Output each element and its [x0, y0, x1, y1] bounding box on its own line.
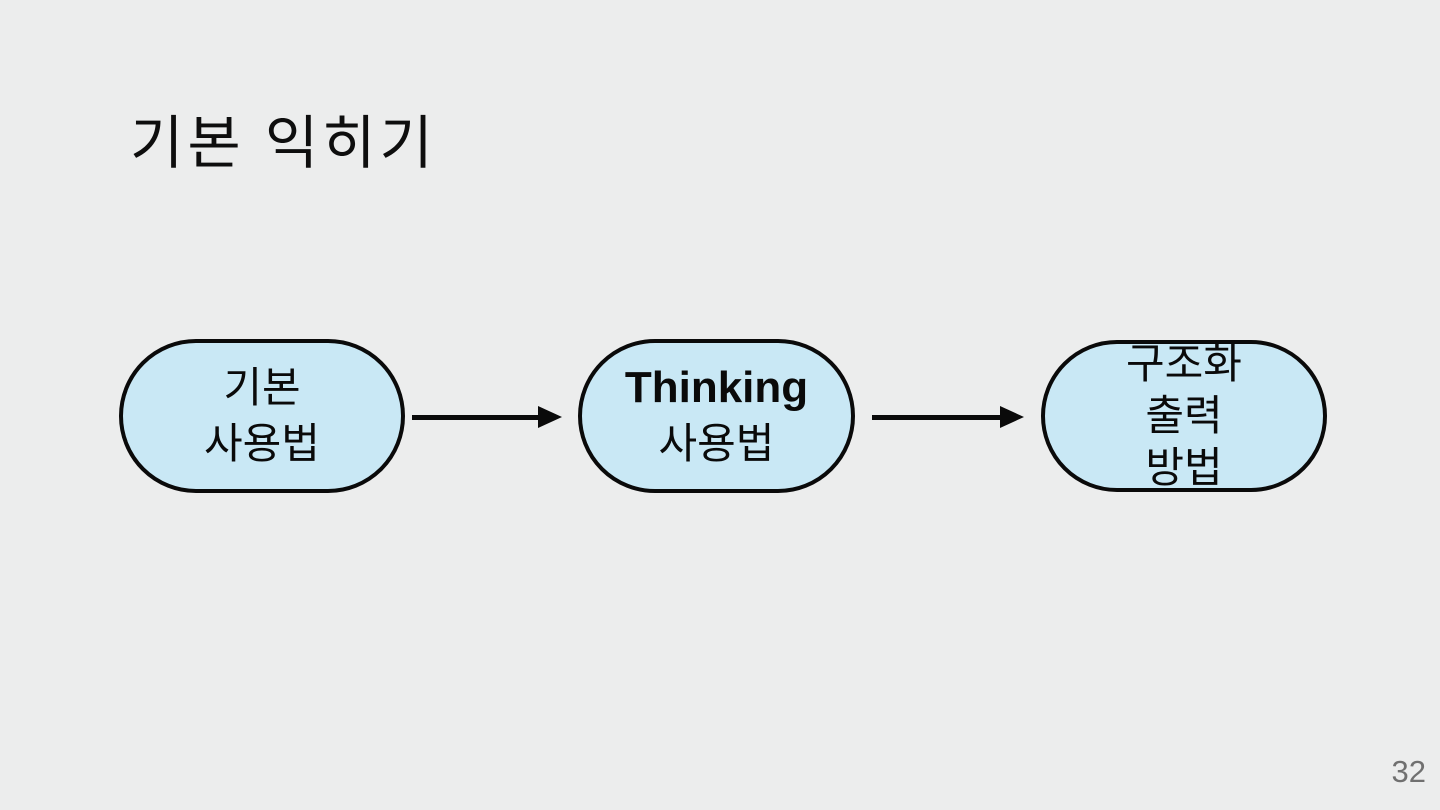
node-text-line: Thinking: [624, 363, 809, 412]
flow-node-structured-output: 구조화 출력 방법: [1041, 340, 1327, 492]
arrow-right-head-icon: [1000, 406, 1024, 428]
arrow-shaft: [872, 414, 1000, 420]
node-text-line: 사용법: [658, 420, 775, 467]
node-text-line: 기본: [223, 364, 301, 411]
arrow-shaft: [412, 414, 538, 420]
flow-node-thinking-usage: Thinking 사용법: [578, 339, 855, 493]
node-text-line: 구조화: [1126, 340, 1242, 387]
arrow-right-head-icon: [538, 406, 562, 428]
flow-node-basic-usage: 기본 사용법: [119, 339, 405, 493]
connector-arrow-1: [412, 405, 562, 429]
node-text-line: 사용법: [204, 420, 320, 467]
node-text-line: 출력: [1145, 392, 1223, 439]
slide-title: 기본 익히기: [130, 111, 437, 176]
connector-arrow-2: [872, 405, 1024, 429]
page-number: 32: [1391, 754, 1426, 789]
node-text-line: 방법: [1145, 444, 1223, 491]
